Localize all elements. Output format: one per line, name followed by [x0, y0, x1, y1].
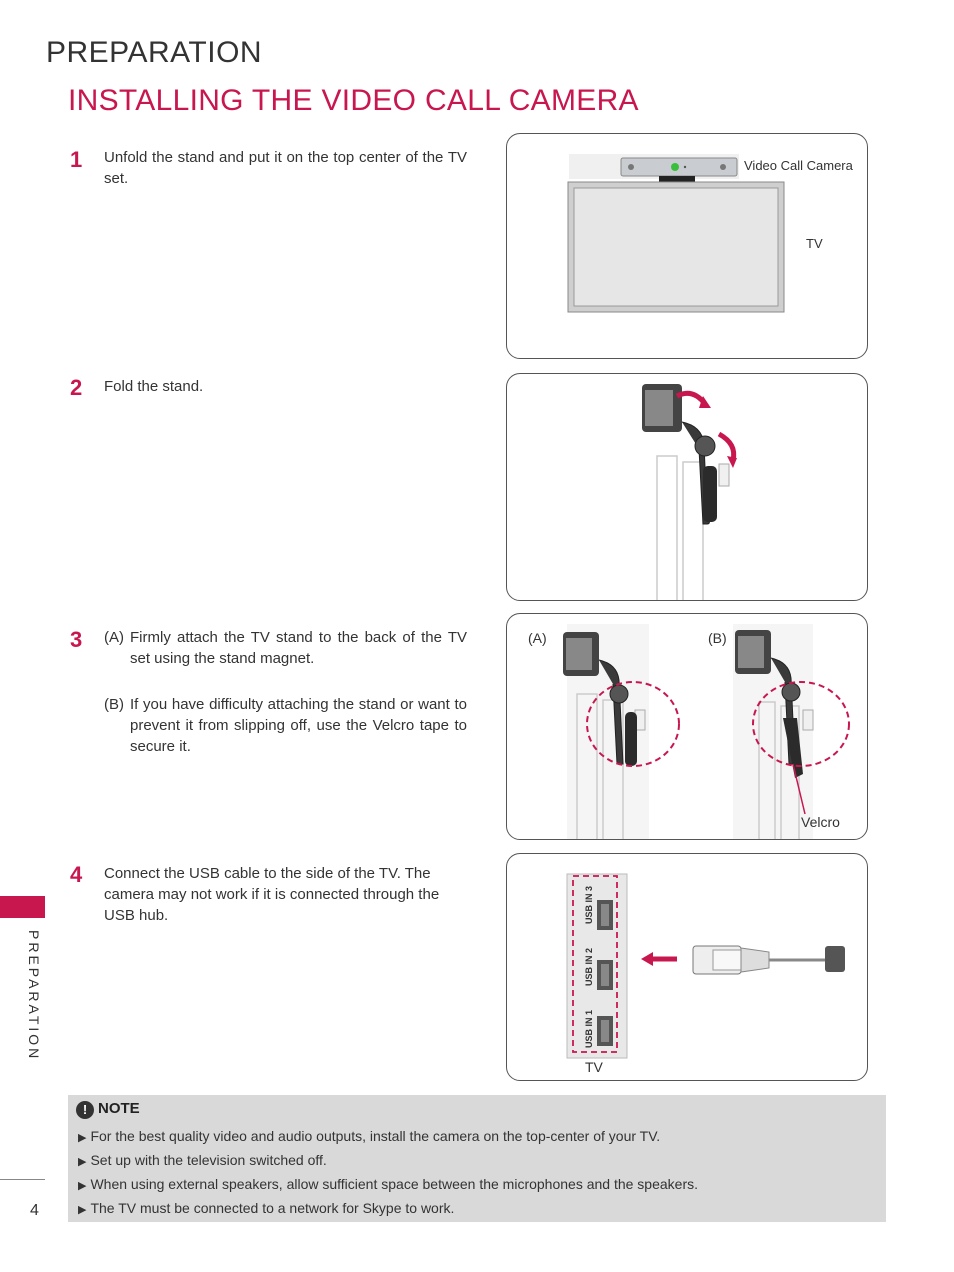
figure-4-panel: [506, 853, 868, 1081]
usb-port-1-label: USB IN 1: [584, 1009, 594, 1048]
usb-port-3-label: USB IN 3: [584, 885, 594, 924]
usb-port-2-label: USB IN 2: [584, 947, 594, 986]
usb-connection-illustration: [566, 873, 845, 1059]
alert-icon: !: [76, 1101, 94, 1119]
label-a: (A): [528, 630, 547, 646]
bullet-triangle-icon: ▶: [78, 1156, 87, 1168]
step-2-number: 2: [70, 375, 83, 400]
note-item-text: Set up with the television switched off.: [90, 1152, 327, 1168]
camera-label: Video Call Camera: [744, 158, 853, 173]
page-number-rule: [0, 1179, 45, 1180]
bullet-triangle-icon: ▶: [78, 1204, 87, 1216]
step-2-text: Fold the stand.: [104, 378, 204, 395]
note-box: [68, 1095, 886, 1222]
label-b: (B): [708, 630, 727, 646]
note-item: ▶The TV must be connected to a network f…: [78, 1200, 454, 1216]
note-item: ▶When using external speakers, allow suf…: [78, 1176, 698, 1192]
bullet-triangle-icon: ▶: [78, 1132, 87, 1144]
step-3b-text: If you have difficulty attaching the sta…: [130, 696, 467, 755]
tv-side-label: TV: [585, 1059, 603, 1075]
step-3a-tag: (A): [104, 629, 124, 646]
section-tab: [0, 896, 45, 918]
note-item: ▶Set up with the television switched off…: [78, 1152, 327, 1168]
section-title: PREPARATION: [46, 36, 263, 69]
step-4-number: 4: [70, 862, 83, 887]
velcro-label: Velcro: [801, 814, 840, 830]
figure-3-panel: [506, 613, 868, 840]
page-title: INSTALLING THE VIDEO CALL CAMERA: [68, 84, 639, 117]
step-3-number: 3: [70, 627, 83, 652]
note-item-text: When using external speakers, allow suff…: [90, 1176, 699, 1192]
page-number: 4: [30, 1202, 39, 1219]
note-heading: NOTE: [98, 1100, 140, 1117]
figure-1-panel: [506, 133, 868, 359]
note-item-text: For the best quality video and audio out…: [90, 1128, 661, 1144]
tv-with-camera-illustration: [567, 154, 785, 313]
step-3a-text: Firmly attach the TV stand to the back o…: [130, 629, 467, 667]
step-4-text: Connect the USB cable to the side of the…: [104, 865, 440, 924]
step-3b-tag: (B): [104, 696, 124, 713]
fold-stand-illustration: [642, 384, 737, 600]
step-1-number: 1: [70, 147, 83, 172]
figure-2-panel: [506, 373, 868, 601]
attach-stand-illustration: [563, 624, 850, 839]
note-item-text: The TV must be connected to a network fo…: [90, 1200, 455, 1216]
sidebar-section-label: PREPARATION: [26, 930, 42, 1062]
bullet-triangle-icon: ▶: [78, 1180, 87, 1192]
step-1-text: Unfold the stand and put it on the top c…: [104, 149, 467, 187]
tv-label: TV: [806, 236, 823, 251]
note-item: ▶For the best quality video and audio ou…: [78, 1128, 660, 1144]
